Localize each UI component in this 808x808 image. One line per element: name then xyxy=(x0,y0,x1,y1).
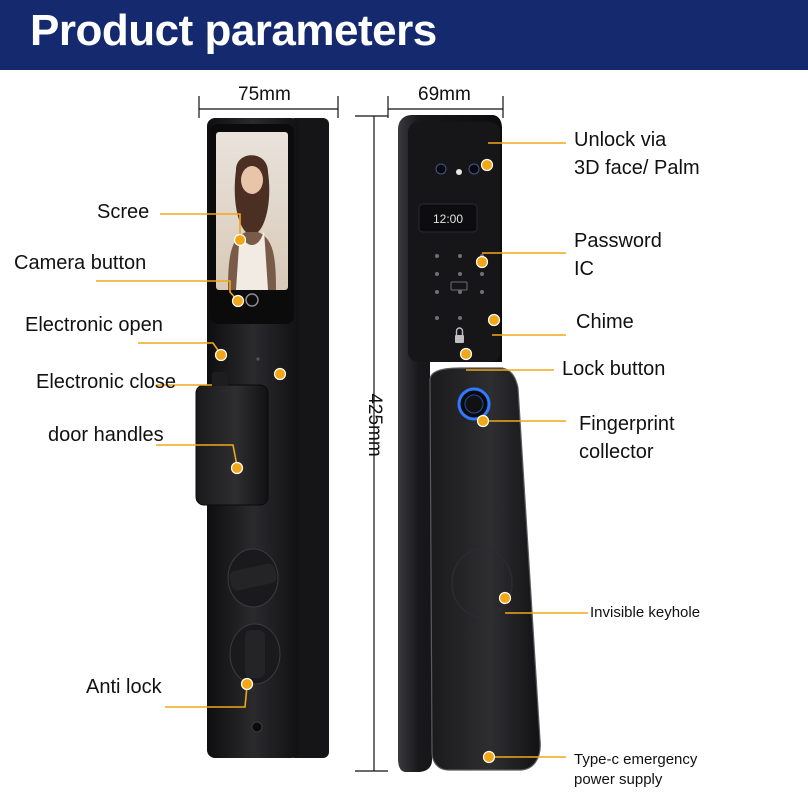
label-unlock-line1: Unlock via xyxy=(574,129,667,151)
label-chime: Chime xyxy=(576,311,634,333)
label-electronic-open: Electronic open xyxy=(25,314,163,336)
label-lock-button: Lock button xyxy=(562,358,666,380)
label-camera-button: Camera button xyxy=(14,252,147,274)
side-view: 12:00 xyxy=(398,115,541,772)
side-width-label: 69mm xyxy=(418,84,471,105)
header-banner: Product parameters xyxy=(0,0,808,70)
face-sensor-icon xyxy=(456,169,462,175)
label-screen: Scree xyxy=(97,201,150,223)
label-password-line2: IC xyxy=(574,258,594,280)
label-typec-line2: power supply xyxy=(574,771,663,788)
label-fingerprint-line2: collector xyxy=(579,441,654,463)
indicator-dot xyxy=(256,357,260,361)
page-title: Product parameters xyxy=(30,6,437,55)
label-door-handles: door handles xyxy=(48,424,164,446)
label-password-line1: Password xyxy=(574,230,662,252)
keyhole-icon xyxy=(251,721,263,733)
clock-time: 12:00 xyxy=(433,212,463,226)
keypad xyxy=(435,254,484,320)
callout-lines xyxy=(96,142,588,758)
front-view xyxy=(195,118,329,758)
label-electronic-close: Electronic close xyxy=(36,371,177,393)
product-diagram: 12:00 xyxy=(0,70,808,808)
label-unlock-line2: 3D face/ Palm xyxy=(574,157,700,179)
height-label: 425mm xyxy=(364,393,385,457)
front-width-label: 75mm xyxy=(238,84,291,105)
label-fingerprint-line1: Fingerprint xyxy=(579,413,675,435)
label-invisible-keyhole: Invisible keyhole xyxy=(590,604,701,621)
side-handle xyxy=(429,367,541,771)
face-camera-right-icon xyxy=(468,163,480,175)
face-camera-left-icon xyxy=(435,163,447,175)
label-typec-line1: Type-c emergency xyxy=(574,751,698,768)
lock-illustration: 12:00 xyxy=(96,96,588,772)
clock-display xyxy=(418,203,478,233)
side-width-dimension xyxy=(387,96,504,118)
lock-icon xyxy=(455,335,464,343)
callout-dots xyxy=(214,158,512,764)
label-anti-lock: Anti lock xyxy=(86,676,162,698)
invisible-keyhole-cover xyxy=(451,548,513,618)
side-face-panel xyxy=(408,122,500,362)
front-width-dimension xyxy=(198,96,339,118)
electronic-open-button xyxy=(212,372,228,386)
height-dimension xyxy=(355,115,388,772)
camera-button-icon xyxy=(245,293,259,307)
ic-card-icon xyxy=(450,281,468,291)
